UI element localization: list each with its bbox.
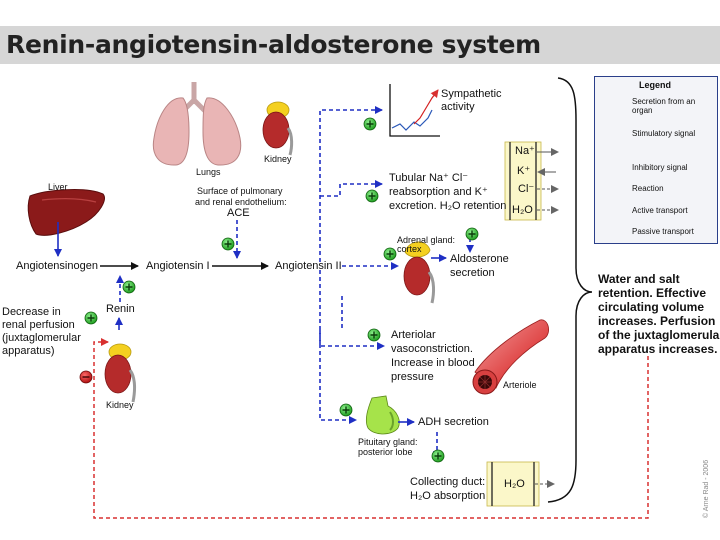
- legend-title: Legend: [638, 80, 671, 90]
- tubule-illustration: [504, 141, 559, 221]
- liver-label: Liver: [48, 182, 68, 192]
- adrenal-label-line1: Adrenal gland:: [397, 235, 456, 245]
- collecting-line2: H₂O absorption: [410, 490, 486, 502]
- arteriole-label: Arteriole: [503, 380, 537, 390]
- trigger-line4: apparatus): [2, 345, 55, 357]
- lungs-illustration: [152, 82, 242, 166]
- aldosterone-line2: secretion: [450, 267, 495, 279]
- ion-na: Na⁺: [515, 145, 535, 157]
- kidney-top-label: Kidney: [264, 154, 292, 164]
- tubular-line2: reabsorption and K⁺: [389, 186, 488, 198]
- tubular-line1: Tubular Na⁺ Cl⁻: [389, 172, 469, 184]
- result-line1: Water and salt: [598, 272, 680, 286]
- kidney-top-illustration: [262, 101, 294, 156]
- sympathetic-activity-graph: [389, 84, 440, 137]
- collecting-line1: Collecting duct:: [410, 476, 486, 488]
- kidney-bottom-label: Kidney: [106, 400, 134, 410]
- legend-item-inhibitory: Inhibitory signal: [632, 163, 688, 172]
- angiotensinogen-label: Angiotensinogen: [16, 260, 98, 272]
- trigger-line3: (juxtaglomerular: [2, 332, 81, 344]
- surface-label-line2: and renal endothelium:: [195, 197, 287, 207]
- sympathetic-line1: Sympathetic: [441, 88, 502, 100]
- pituitary-label-line1: Pituitary gland:: [358, 437, 418, 447]
- legend-item-active-transport: Active transport: [632, 206, 688, 215]
- copyright-text: © Arne Rad - 2006: [703, 459, 710, 518]
- renin-label: Renin: [106, 303, 135, 315]
- legend-item-reaction: Reaction: [632, 184, 664, 193]
- pituitary-illustration: [365, 395, 400, 435]
- collecting-duct-illustration: [486, 461, 555, 507]
- legend-item-stimulatory: Stimulatory signal: [632, 129, 696, 138]
- arteriolar-line3: Increase in blood: [391, 357, 475, 369]
- adrenal-label-line2: cortex: [397, 244, 422, 254]
- effects-bracket: [547, 77, 593, 503]
- secretion-arrows: [54, 222, 447, 426]
- adrenal-kidney-illustration: [403, 241, 436, 304]
- ace-label: ACE: [227, 207, 250, 219]
- legend-item-secretion: Secretion from an organ: [632, 97, 696, 115]
- trigger-line1: Decrease in: [2, 306, 61, 318]
- lungs-label: Lungs: [196, 167, 221, 177]
- ion-k: K⁺: [517, 165, 531, 177]
- result-line6: apparatus increases.: [598, 342, 718, 356]
- sympathetic-line2: activity: [441, 101, 475, 113]
- adh-label: ADH secretion: [418, 416, 489, 428]
- aldosterone-line1: Aldosterone: [450, 253, 509, 265]
- arteriolar-line1: Arteriolar: [391, 329, 436, 341]
- legend-box: [594, 76, 718, 244]
- result-line3: circulating volume: [598, 300, 705, 314]
- inhibitory-signal-icon: [79, 370, 93, 384]
- kidney-bottom-illustration: [104, 343, 137, 403]
- liver-illustration: [27, 189, 105, 236]
- result-line5: of the juxtaglomerular: [598, 328, 720, 342]
- arteriolar-line4: pressure: [391, 371, 434, 383]
- result-line4: increases. Perfusion: [598, 314, 716, 328]
- arteriole-illustration: [472, 319, 550, 395]
- pituitary-label-line2: posterior lobe: [358, 447, 413, 457]
- angiotensin2-label: Angiotensin II: [275, 260, 342, 272]
- legend-item-passive-transport: Passive transport: [632, 227, 694, 236]
- result-line2: retention. Effective: [598, 286, 707, 300]
- collecting-water: H₂O: [504, 478, 525, 490]
- page-title: Renin-angiotensin-aldosterone system: [6, 30, 541, 59]
- surface-label-line1: Surface of pulmonary: [197, 186, 283, 196]
- inhibitory-feedback-arrow: [93, 338, 649, 519]
- angiotensin1-label: Angiotensin I: [146, 260, 210, 272]
- ion-cl: Cl⁻: [518, 183, 535, 195]
- arteriolar-line2: vasoconstriction.: [391, 343, 473, 355]
- trigger-line2: renal perfusion: [2, 319, 75, 331]
- ion-water: H₂O: [512, 204, 533, 216]
- title-bar: [0, 26, 720, 64]
- tubular-line3: excretion. H₂O retention: [389, 200, 507, 212]
